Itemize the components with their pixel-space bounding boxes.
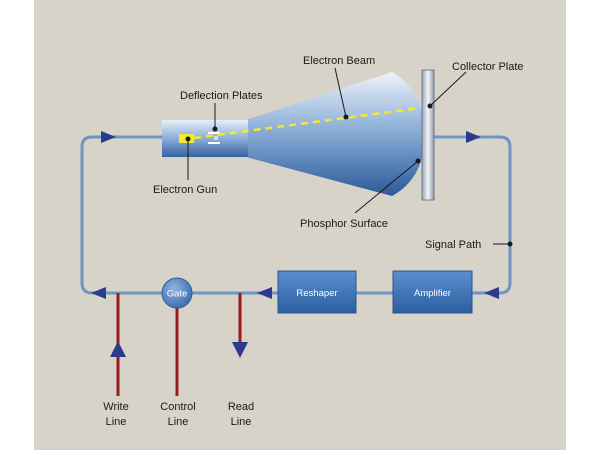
read-line-label-2: Line xyxy=(231,416,252,428)
marker-dot-icon xyxy=(427,103,433,109)
control-line-label-2: Line xyxy=(168,416,189,428)
gate-node xyxy=(161,277,193,309)
write-line-label-2: Line xyxy=(106,416,127,428)
electron-beam xyxy=(193,106,421,140)
marker-dot-icon xyxy=(507,241,513,247)
reshaper-label: Reshaper xyxy=(296,288,337,299)
signal-direction-arrows xyxy=(91,131,499,299)
arrow-down-icon xyxy=(232,342,248,358)
arrow-left-icon xyxy=(91,287,106,299)
marker-dot-icon xyxy=(212,126,218,132)
deflection-plates xyxy=(208,132,220,144)
amplifier-label: Amplifier xyxy=(414,288,451,299)
amplifier-box xyxy=(392,270,473,314)
marker-dot-icon xyxy=(343,114,349,120)
signal-path-loop xyxy=(80,135,512,295)
leader-dots xyxy=(185,103,513,247)
label-collector-plate: Collector Plate xyxy=(452,61,524,73)
arrow-right-icon xyxy=(466,131,481,143)
arrow-left-icon xyxy=(257,287,272,299)
reshaper-box xyxy=(277,270,357,314)
read-line-label-1: Read xyxy=(228,401,254,413)
arrow-right-icon xyxy=(101,131,116,143)
label-electron-gun: Electron Gun xyxy=(153,184,217,196)
label-deflection-plates: Deflection Plates xyxy=(180,90,263,102)
diagram-background xyxy=(34,0,566,450)
crt-tube-cone xyxy=(246,72,425,196)
control-line-label-1: Control xyxy=(160,401,195,413)
label-signal-path: Signal Path xyxy=(425,239,481,251)
leader-lines xyxy=(187,67,509,245)
marker-dot-icon xyxy=(185,136,191,142)
gate-label: Gate xyxy=(167,289,188,300)
write-line-label-1: Write xyxy=(103,401,128,413)
label-phosphor-surface: Phosphor Surface xyxy=(300,218,388,230)
arrow-left-icon xyxy=(484,287,499,299)
collector-plate xyxy=(421,69,435,201)
marker-dot-icon xyxy=(415,158,421,164)
crt-tube-neck xyxy=(162,120,248,157)
arrow-up-icon xyxy=(110,341,126,357)
label-electron-beam: Electron Beam xyxy=(303,55,375,67)
